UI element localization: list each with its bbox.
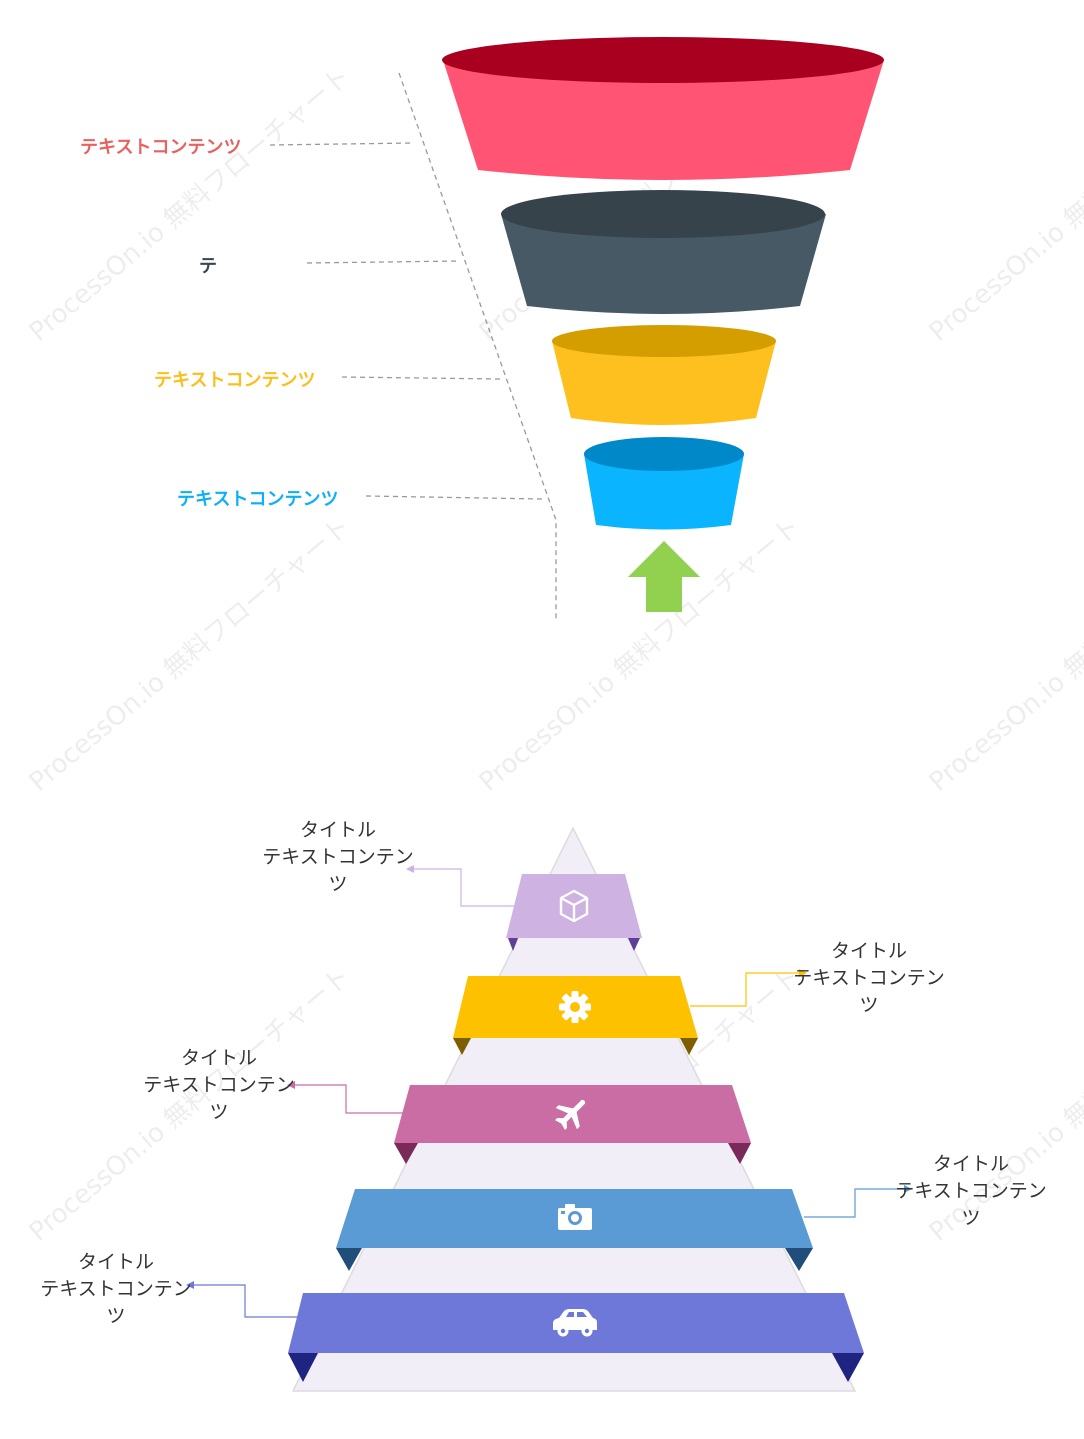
pyramid-label-2-title: タイトル [830,940,907,962]
funnel-guide-line [398,72,557,620]
pyramid-label-3-content: テキストコンテンツ [143,1074,295,1123]
pyramid-label-5: タイトル テキストコンテンツ [36,1249,196,1330]
band-1-fold-left [508,938,518,951]
pyramid-label-3: タイトル テキストコンテンツ [139,1045,299,1126]
pyramid-label-2-content: テキストコンテンツ [793,967,945,1016]
car-icon [553,1309,597,1337]
band-3-connector [289,1084,405,1114]
funnel-label-1: テキストコンテンツ [80,137,242,158]
pyramid-label-4-title: タイトル [932,1153,1009,1175]
cube-icon [559,889,589,923]
funnel-label-4: テキストコンテンツ [177,489,339,510]
funnel-layer-4-body [584,454,744,530]
band-5-fold-right [832,1353,864,1382]
pyramid-label-4: タイトル テキストコンテンツ [891,1151,1051,1232]
funnel [269,37,884,620]
pyramid-label-4-content: テキストコンテンツ [895,1180,1047,1229]
funnel-layer-4 [584,437,744,530]
pyramid-label-3-title: タイトル [180,1047,257,1069]
funnel-layer-3-rim [552,325,776,357]
pyramid-label-1-content: テキストコンテンツ [262,846,414,895]
pyramid-label-5-title: タイトル [77,1251,154,1273]
band-2-connector [690,972,805,1007]
band-2-arrowhead [799,969,807,977]
band-4-fold-right [785,1248,813,1271]
pyramid-label-1-title: タイトル [299,819,376,841]
funnel-leader-3 [341,376,501,380]
up-arrow-icon [628,541,700,612]
pyramid [186,826,912,1392]
funnel-layer-1-rim [442,37,884,83]
funnel-layer-2-body [501,214,826,314]
funnel-label-3: テキストコンテンツ [154,370,316,391]
funnel-layer-3-body [552,341,776,425]
band-1-arrowhead [406,865,414,873]
funnel-leader-4 [365,495,543,500]
band-4-connector [804,1188,910,1218]
band-1-connector [408,868,516,907]
funnel-label-2: テ [199,256,217,277]
funnel-layer-2-rim [501,190,825,238]
funnel-leader-2 [306,260,461,264]
band-1-fold-right [628,938,640,951]
pyramid-label-5-content: テキストコンテンツ [40,1278,192,1327]
funnel-layer-1 [442,37,884,180]
camera-icon [558,1204,592,1230]
band-3-arrowhead [287,1081,295,1089]
plane-icon [555,1099,586,1130]
band-3-fold-left [394,1143,418,1164]
funnel-layer-3 [552,325,776,425]
gear-icon [559,991,591,1023]
pyramid-label-1: タイトル テキストコンテンツ [258,817,418,898]
funnel-leader-1 [269,142,415,146]
funnel-layer-1-body [443,60,884,180]
band-5-fold-left [288,1353,318,1382]
pyramid-label-2: タイトル テキストコンテンツ [789,938,949,1019]
band-4-fold-left [336,1248,362,1271]
band-3-fold-right [728,1143,751,1164]
band-4-arrowhead [904,1185,912,1193]
band-2-fold-right [680,1038,698,1055]
band-2-fold-left [453,1038,471,1055]
band-5-arrowhead [186,1281,194,1289]
funnel-layer-2 [501,190,826,314]
funnel-layer-4-rim [584,437,744,471]
band-5-connector [188,1284,300,1318]
